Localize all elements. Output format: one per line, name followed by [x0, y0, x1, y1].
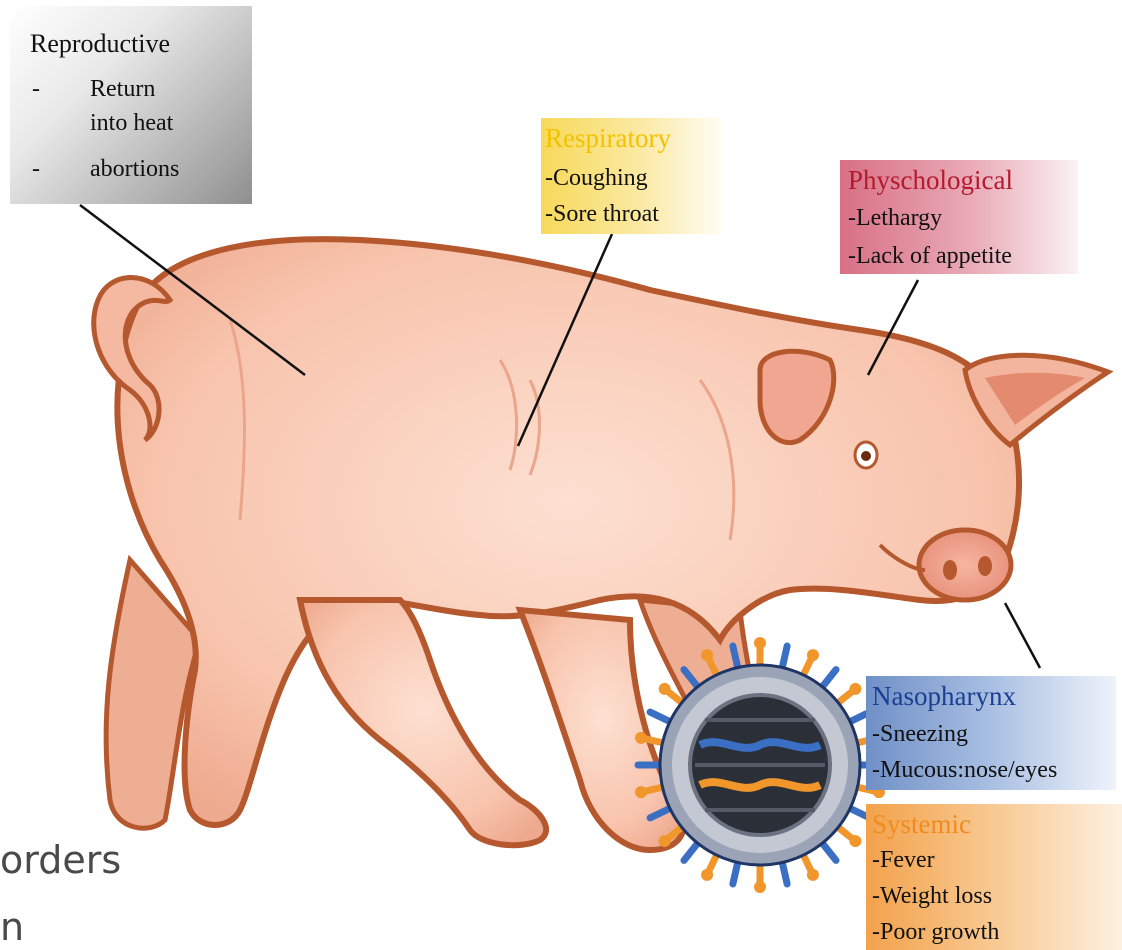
- reproductive-bullet-1: -: [32, 76, 40, 103]
- reproductive-title: Reproductive: [30, 28, 170, 60]
- virus-spike-knob: [807, 649, 819, 661]
- nasopharynx-title: Nasopharynx: [872, 680, 1016, 712]
- pig-snout: [919, 530, 1011, 600]
- psychological-label-box: Physchological -Lethargy -Lack of appeti…: [840, 160, 1078, 274]
- hind-leg-near: [300, 600, 546, 845]
- psychological-title: Physchological: [848, 164, 1013, 196]
- reproductive-item-1-cont: into heat: [90, 110, 173, 137]
- virus-spike-knob: [701, 869, 713, 881]
- virus-spike-knob: [659, 683, 671, 695]
- psychological-item-1: -Lethargy: [848, 202, 942, 234]
- nasopharynx-pointer: [1005, 603, 1040, 668]
- virus-spike-knob: [754, 881, 766, 893]
- virus-spike-knob: [754, 637, 766, 649]
- background-text-fragment-1: orders: [0, 838, 121, 882]
- reproductive-item-2: abortions: [90, 156, 179, 183]
- systemic-title: Systemic: [872, 808, 971, 840]
- respiratory-title: Respiratory: [545, 122, 671, 154]
- background-text-fragment-2: n: [0, 905, 24, 949]
- respiratory-label-box: Respiratory -Coughing -Sore throat: [541, 118, 721, 234]
- virus-spike-knob: [807, 869, 819, 881]
- reproductive-bullet-2: -: [32, 156, 40, 183]
- virus-spike-knob: [659, 835, 671, 847]
- virus-spike-knob: [849, 683, 861, 695]
- reproductive-label-box: Reproductive - Return into heat - aborti…: [10, 6, 252, 204]
- nasopharynx-label-box: Nasopharynx -Sneezing -Mucous:nose/eyes: [866, 676, 1116, 790]
- psychological-item-2: -Lack of appetite: [848, 240, 1012, 272]
- virus-spike-knob: [635, 732, 647, 744]
- virus-spike-knob: [849, 835, 861, 847]
- nasopharynx-item-2: -Mucous:nose/eyes: [872, 754, 1057, 786]
- systemic-label-box: Systemic -Fever -Weight loss -Poor growt…: [866, 804, 1122, 950]
- systemic-item-3: -Poor growth: [872, 916, 999, 948]
- respiratory-item-2: -Sore throat: [545, 198, 659, 230]
- systemic-item-1: -Fever: [872, 844, 935, 876]
- systemic-item-2: -Weight loss: [872, 880, 992, 912]
- respiratory-item-1: -Coughing: [545, 162, 648, 194]
- virus-spike-knob: [701, 649, 713, 661]
- reproductive-item-1: Return: [90, 76, 155, 103]
- nasopharynx-item-1: -Sneezing: [872, 718, 968, 750]
- virus-spike-knob: [635, 786, 647, 798]
